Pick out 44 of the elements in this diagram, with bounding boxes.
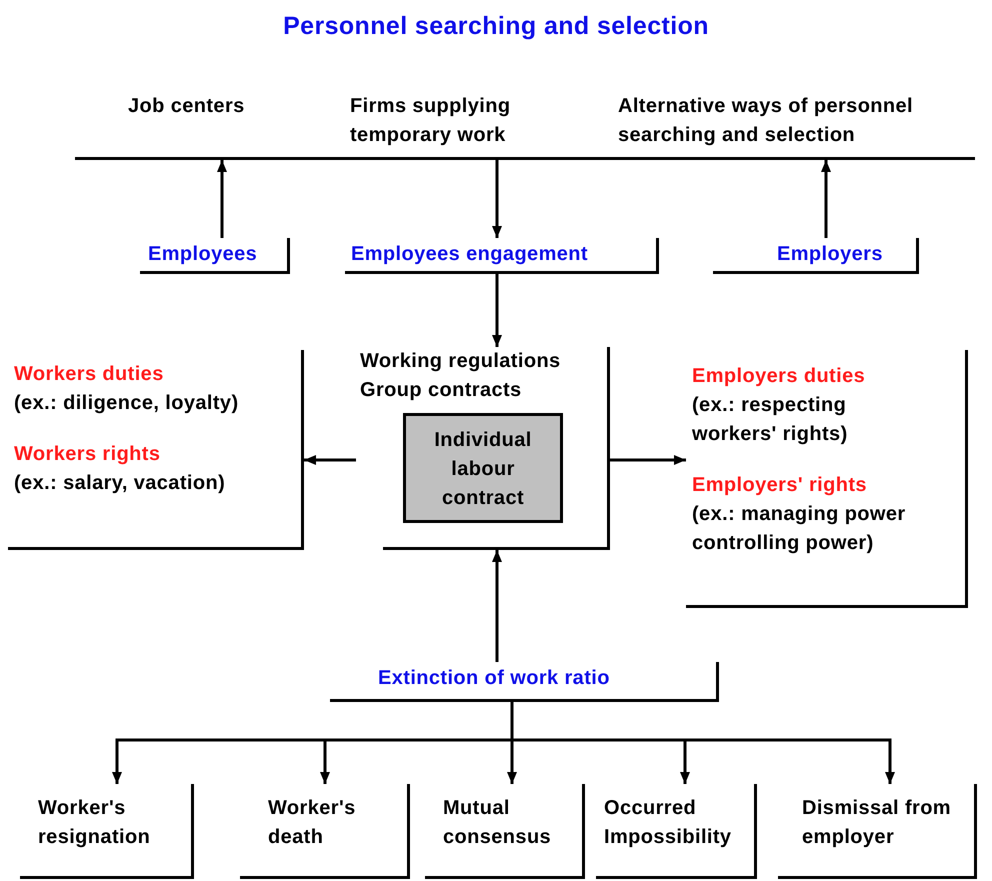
outcome-text: Dismissal from employer xyxy=(802,796,952,850)
arrow xyxy=(492,160,502,238)
regulation-text: Group contracts xyxy=(360,378,523,403)
section-heading: Workers rights xyxy=(14,442,162,467)
bracket-frame xyxy=(140,238,290,274)
example-text: (ex.: salary, vacation) xyxy=(14,471,226,496)
bracket-frame xyxy=(596,784,757,879)
arrow xyxy=(492,550,502,662)
bracket-frame xyxy=(778,784,977,879)
section-heading: Extinction of work ratio xyxy=(378,666,611,691)
section-heading: Employers' rights xyxy=(692,473,868,498)
box-label: Individual labour contract xyxy=(433,428,533,511)
regulation-text: Working regulations xyxy=(360,349,562,374)
section-heading: Employers xyxy=(777,242,884,267)
outcome-text: Occurred Impossibility xyxy=(604,796,732,850)
outcome-text: Mutual consensus xyxy=(443,796,552,850)
bracket-frame xyxy=(20,784,194,879)
contract-box xyxy=(403,413,563,523)
bracket-frame xyxy=(425,784,585,879)
arrow xyxy=(492,274,502,347)
bracket-frame xyxy=(713,238,919,274)
arrow xyxy=(610,455,686,465)
example-text: (ex.: respecting workers' rights) xyxy=(692,393,849,447)
outcome-text: Worker's death xyxy=(268,796,357,850)
bracket-frame xyxy=(345,238,659,274)
section-heading: Employers duties xyxy=(692,364,866,389)
arrow xyxy=(217,160,227,238)
section-heading: Employees engagement xyxy=(351,242,589,267)
bracket-frame xyxy=(330,662,719,702)
bracket-frame xyxy=(686,350,968,608)
heading: Job centers xyxy=(128,94,246,119)
bracket-frame xyxy=(8,350,304,550)
section-heading: Employees xyxy=(148,242,258,267)
example-text: (ex.: managing power controlling power) xyxy=(692,502,907,556)
arrow xyxy=(510,702,895,784)
title: Personnel searching and selection xyxy=(282,12,710,41)
section-heading: Workers duties xyxy=(14,362,165,387)
bracket-frame xyxy=(240,784,410,879)
example-text: (ex.: diligence, loyalty) xyxy=(14,391,240,416)
arrow xyxy=(304,455,356,465)
heading: Firms supplying temporary work xyxy=(350,94,512,148)
heading: Alternative ways of personnel searching and selection xyxy=(618,94,914,148)
outcome-text: Worker's resignation xyxy=(38,796,152,850)
arrow xyxy=(821,160,831,238)
